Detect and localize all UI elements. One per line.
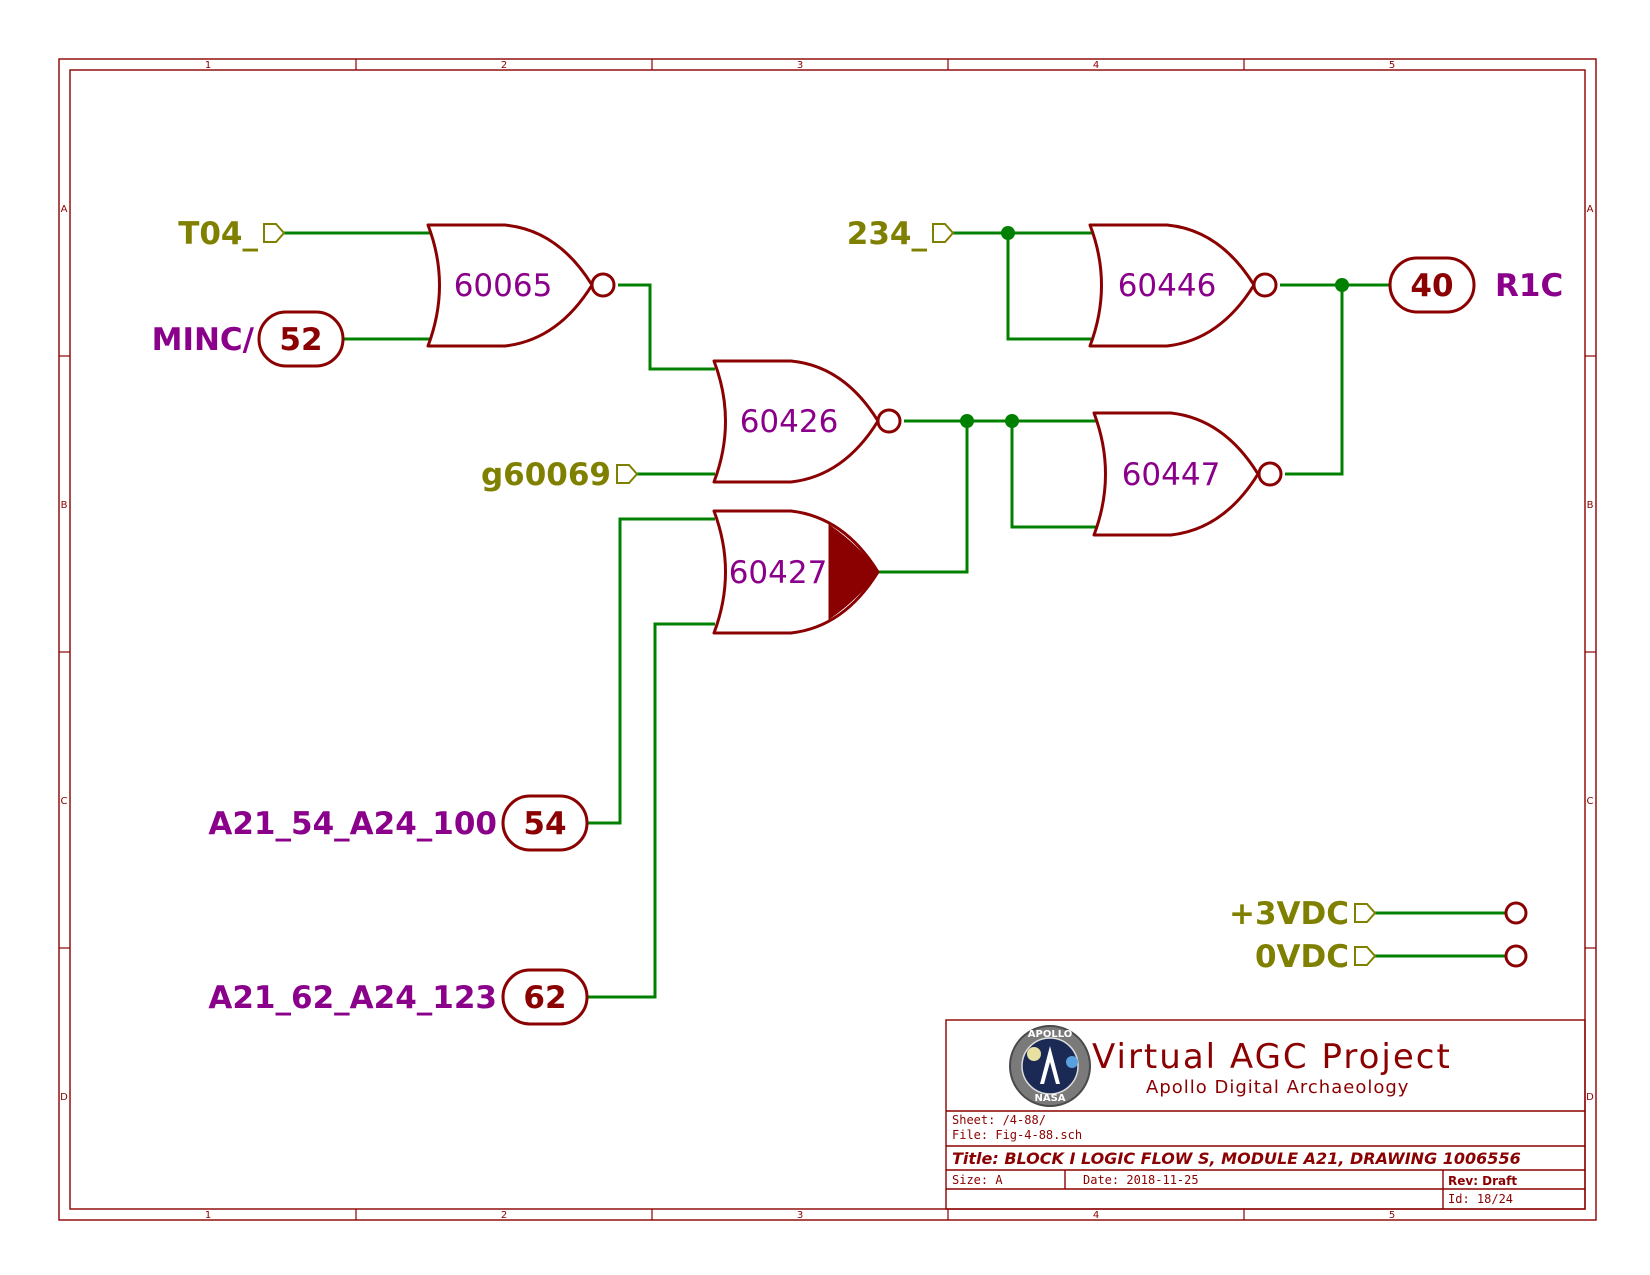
connector-a21-62[interactable]: A21_62_A24_123 62 (208, 968, 589, 1026)
net-label-r1c: R1C (1495, 268, 1563, 304)
file-text: File: Fig-4-88.sch (952, 1128, 1082, 1142)
connector-pin-62: 62 (523, 980, 566, 1016)
zone-row-b-left: B (61, 500, 68, 511)
zone-col-4-bottom: 4 (1093, 1210, 1099, 1221)
inner-border (69, 69, 1586, 1210)
sheet-text: Sheet: /4-88/ (952, 1113, 1046, 1127)
zone-col-3-top: 3 (797, 60, 803, 71)
junction-60447-in (1005, 414, 1019, 428)
logo-bottom-text: NASA (1034, 1093, 1065, 1104)
zone-col-1-top: 1 (205, 60, 211, 71)
logo-top-text: APOLLO (1028, 1029, 1072, 1040)
port-label-t04: T04_ (178, 216, 258, 252)
zone-row-c-right: C (1587, 796, 1594, 807)
gate-label-60065: 60065 (454, 268, 553, 304)
port-label-g60069: g60069 (481, 457, 611, 493)
apollo-logo: APOLLO NASA (1009, 1025, 1091, 1107)
project-title: Virtual AGC Project (1092, 1037, 1452, 1077)
size-text: Size: A (952, 1173, 1003, 1187)
port-t04[interactable]: T04_ (178, 216, 286, 252)
zone-ticks (59, 59, 1596, 1220)
connector-pin-54: 54 (523, 806, 566, 842)
zone-col-5-bottom: 5 (1389, 1210, 1395, 1221)
zone-col-2-top: 2 (501, 60, 507, 71)
wire-a21-62 (587, 622, 715, 999)
zone-row-a-right: A (1587, 204, 1594, 215)
connector-r1c[interactable]: 40 R1C (1388, 256, 1563, 314)
wire-a21-54 (587, 517, 715, 825)
junction-234 (1001, 226, 1015, 240)
gate-label-60426: 60426 (740, 404, 839, 440)
project-subtitle: Apollo Digital Archaeology (1146, 1077, 1409, 1098)
zone-col-1-bottom: 1 (205, 1210, 211, 1221)
port-label-0vdc: 0VDC (1255, 939, 1349, 975)
wire-60447-in2 (1010, 421, 1096, 529)
junction-r1c (1335, 278, 1349, 292)
gate-60427[interactable]: 60427 (712, 509, 880, 635)
connector-minc[interactable]: MINC/ 52 (152, 310, 345, 368)
net-label-a21-54: A21_54_A24_100 (208, 806, 497, 842)
zone-row-b-right: B (1587, 500, 1594, 511)
title-block: APOLLO NASA Virtual AGC Project Apollo D… (945, 1019, 1586, 1210)
wire-60427-out (878, 421, 969, 574)
date-text: Date: 2018-11-25 (1083, 1173, 1199, 1187)
port-234[interactable]: 234_ (847, 216, 955, 252)
wire-60446-in2 (1006, 233, 1092, 341)
zone-col-5-top: 5 (1389, 60, 1395, 71)
wire-60065-out (618, 283, 715, 371)
connector-pin-52: 52 (279, 322, 322, 358)
zone-row-a-left: A (61, 204, 68, 215)
zone-row-d-right: D (1586, 1092, 1594, 1103)
port-0vdc[interactable]: 0VDC (1255, 939, 1528, 975)
zone-row-c-left: C (61, 796, 68, 807)
nor-gate-60426[interactable]: 60426 (712, 359, 902, 484)
nor-gate-60065[interactable]: 60065 (426, 223, 616, 348)
zone-row-d-left: D (60, 1092, 68, 1103)
connector-a21-54[interactable]: A21_54_A24_100 54 (208, 794, 589, 852)
port-label-234: 234_ (847, 216, 928, 252)
port-3vdc[interactable]: +3VDC (1229, 896, 1528, 932)
gate-label-60427: 60427 (729, 555, 828, 591)
rev-text: Rev: Draft (1448, 1174, 1517, 1188)
connector-pin-40: 40 (1410, 268, 1453, 304)
wire-60447-out (1285, 285, 1344, 476)
id-text: Id: 18/24 (1448, 1192, 1513, 1206)
gate-label-60447: 60447 (1122, 457, 1221, 493)
port-label-3vdc: +3VDC (1229, 896, 1349, 932)
zone-col-2-bottom: 2 (501, 1210, 507, 1221)
net-label-minc: MINC/ (152, 322, 255, 358)
net-label-a21-62: A21_62_A24_123 (208, 980, 497, 1016)
nor-gate-60447[interactable]: 60447 (1092, 411, 1283, 537)
port-g60069[interactable]: g60069 (481, 457, 639, 493)
wires (284, 231, 1505, 999)
drawing-title: Title: BLOCK I LOGIC FLOW S, MODULE A21,… (952, 1149, 1521, 1168)
zone-col-3-bottom: 3 (797, 1210, 803, 1221)
zone-col-4-top: 4 (1093, 60, 1099, 71)
junction-60427-out (960, 414, 974, 428)
outer-border (58, 58, 1597, 1221)
gate-label-60446: 60446 (1118, 268, 1217, 304)
nor-gate-60446[interactable]: 60446 (1088, 223, 1278, 348)
